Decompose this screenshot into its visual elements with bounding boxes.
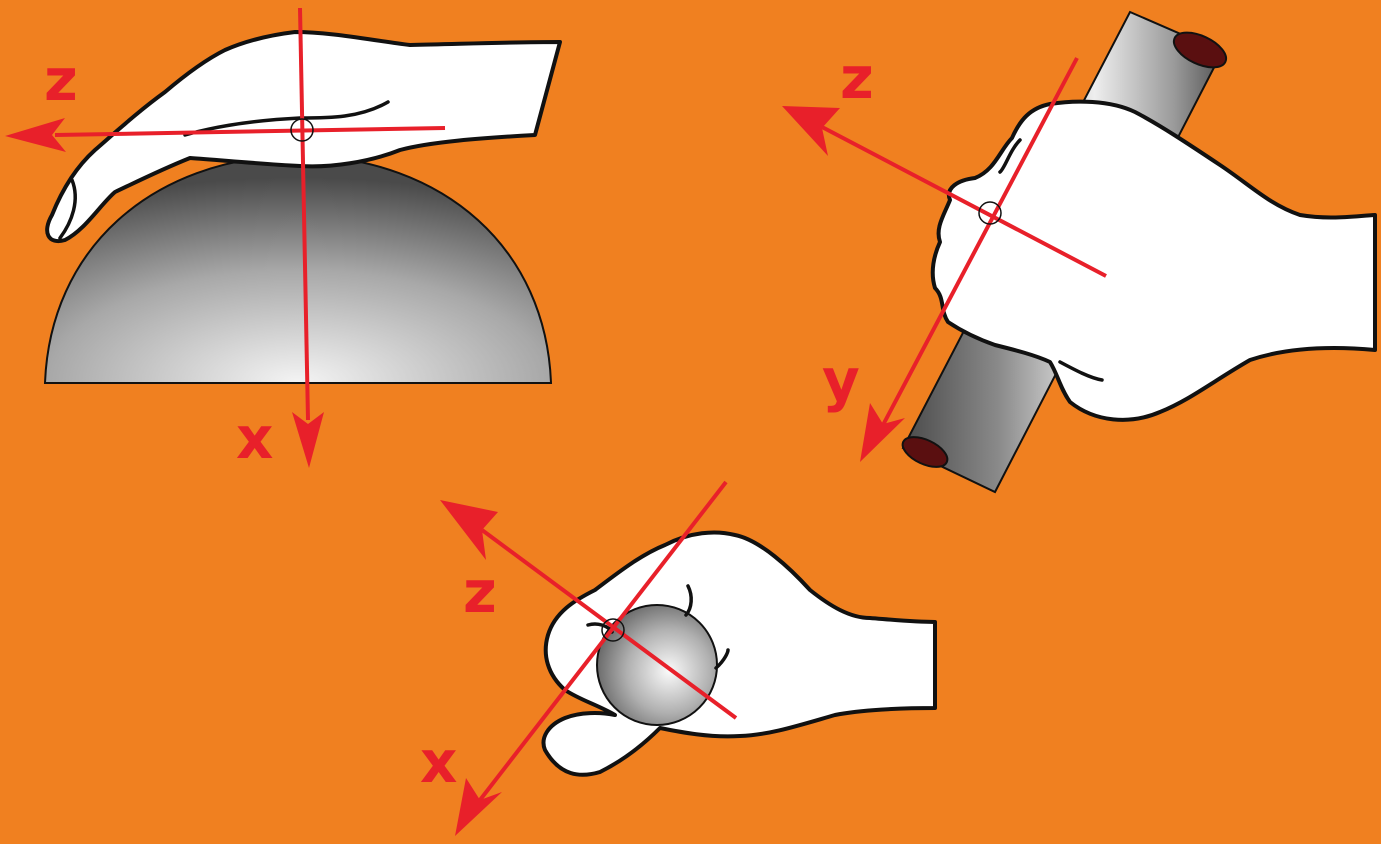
panel-precision-grasp-sphere: z x — [420, 482, 935, 836]
axis-x-label: x — [236, 404, 273, 472]
axis-z-label: z — [840, 44, 874, 112]
axis-x-arrowhead — [455, 778, 502, 836]
axis-y-label: y — [822, 346, 860, 414]
axis-x-label: x — [420, 728, 457, 796]
axis-z-label: z — [44, 46, 78, 114]
axis-z-label: z — [463, 558, 497, 626]
axis-z-arrowhead — [440, 500, 498, 560]
axis-y-arrowhead — [860, 403, 905, 462]
panel-power-grasp-cylinder: z y — [782, 12, 1375, 492]
axis-x-arrowhead — [292, 412, 324, 468]
panel-palm-grasp-hemisphere: z x — [5, 8, 560, 472]
